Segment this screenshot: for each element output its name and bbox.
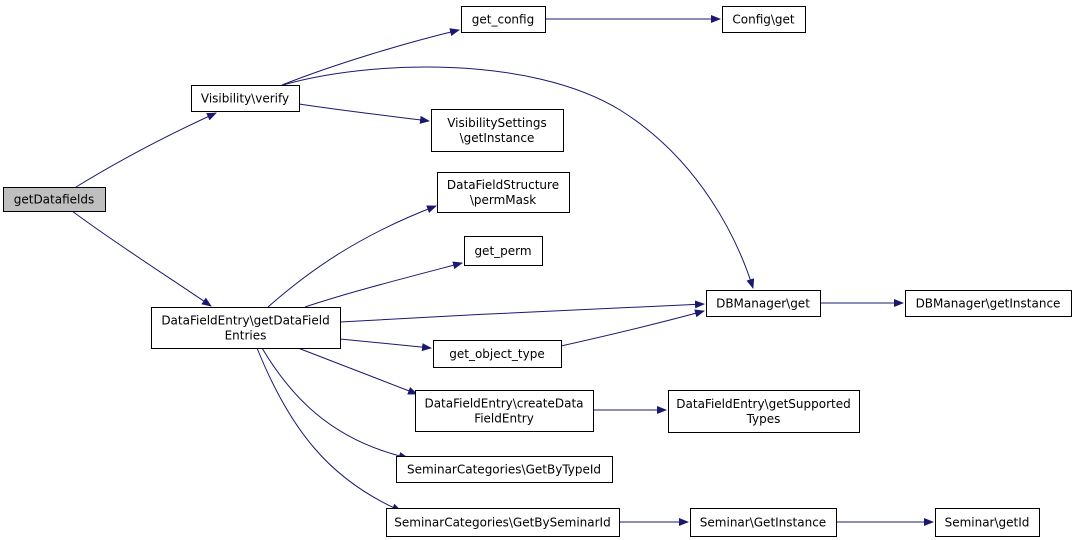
node-get-object-type[interactable]: get_object_type xyxy=(433,340,562,368)
node-label: FieldEntry xyxy=(474,412,534,426)
node-label: DataFieldEntry\getSupported xyxy=(676,397,850,411)
edge-get-object-type-to-dbmanager-get xyxy=(560,309,705,347)
node-box xyxy=(3,187,106,212)
node-box xyxy=(461,6,546,33)
node-box xyxy=(464,236,543,266)
node-seminarcategories-getbytypeid[interactable]: SeminarCategories\GetByTypeId xyxy=(396,456,613,483)
node-label: get_config xyxy=(472,13,534,27)
node-box xyxy=(905,290,1072,317)
node-box xyxy=(433,340,562,368)
node-seminarcategories-getbyseminarid[interactable]: SeminarCategories\GetBySeminarId xyxy=(386,508,620,537)
node-label: DBManager\getInstance xyxy=(916,297,1061,311)
node-label: DBManager\get xyxy=(716,297,810,311)
edge-datafieldentry-getdatafieldentries-to-dbmanager-get xyxy=(339,300,705,323)
node-box xyxy=(690,508,837,537)
node-get-perm[interactable]: get_perm xyxy=(464,236,543,266)
node-visibility-verify[interactable]: Visibility\verify xyxy=(191,85,300,112)
node-config-get[interactable]: Config\get xyxy=(722,6,806,33)
node-label: VisibilitySettings xyxy=(447,116,547,130)
node-box xyxy=(415,390,594,432)
node-dbmanager-get[interactable]: DBManager\get xyxy=(706,290,821,317)
edge-datafieldentry-getdatafieldentries-to-seminarcategories-getbyseminarid xyxy=(256,347,402,512)
node-label: Entries xyxy=(225,329,267,343)
node-label: get_object_type xyxy=(449,347,545,361)
edge-datafieldentry-getdatafieldentries-to-get-object-type xyxy=(339,338,432,352)
node-getdatafields[interactable]: getDatafields xyxy=(3,187,106,212)
node-label: SeminarCategories\GetBySeminarId xyxy=(394,516,610,530)
node-box xyxy=(431,109,564,152)
edge-visibility-verify-to-get-config xyxy=(281,28,460,86)
edge-getdatafields-to-datafieldentry-getdatafieldentries xyxy=(71,210,212,307)
node-box xyxy=(151,307,341,349)
node-label: Visibility\verify xyxy=(201,92,289,106)
node-box xyxy=(396,456,613,483)
nodes: getDatafields Visibility\verify get_config… xyxy=(3,6,1072,537)
node-label: Types xyxy=(746,412,781,426)
node-seminar-getid[interactable]: Seminar\getId xyxy=(935,508,1040,537)
node-label: \permMask xyxy=(470,193,536,207)
node-get-config[interactable]: get_config xyxy=(461,6,546,33)
edge-visibility-verify-to-dbmanager-get xyxy=(282,66,755,289)
node-box xyxy=(668,390,860,433)
node-visibilitysettings-getinstance[interactable]: VisibilitySettings\getInstance xyxy=(431,109,564,152)
edge-getdatafields-to-visibility-verify xyxy=(75,112,217,188)
node-box xyxy=(706,290,821,317)
node-box xyxy=(722,6,806,33)
edge-datafieldentry-getdatafieldentries-to-seminarcategories-getbytypeid xyxy=(261,347,409,460)
node-label: SeminarCategories\GetByTypeId xyxy=(407,463,601,477)
edge-datafieldentry-getdatafieldentries-to-get-perm xyxy=(304,261,463,308)
edge-datafieldentry-getdatafieldentries-to-datafieldstructure-permmask xyxy=(267,205,437,308)
node-box xyxy=(437,172,570,213)
edge-datafieldentry-getdatafieldentries-to-datafieldentry-createdatafieldentry xyxy=(297,347,418,395)
node-box xyxy=(386,508,620,537)
node-label: DataFieldStructure xyxy=(447,178,559,192)
edge-visibility-verify-to-visibilitysettings-getinstance xyxy=(298,103,430,124)
node-label: Seminar\getId xyxy=(945,516,1030,530)
node-label: get_perm xyxy=(474,244,531,258)
node-label: \getInstance xyxy=(460,131,535,145)
edges xyxy=(71,15,934,526)
node-box xyxy=(935,508,1040,537)
node-label: getDatafields xyxy=(14,193,95,207)
node-seminar-getinstance[interactable]: Seminar\GetInstance xyxy=(690,508,837,537)
node-dbmanager-getinstance[interactable]: DBManager\getInstance xyxy=(905,290,1072,317)
node-box xyxy=(191,85,300,112)
node-label: DataFieldEntry\createData xyxy=(424,397,583,411)
node-label: DataFieldEntry\getDataField xyxy=(161,314,329,328)
node-datafieldstructure-permmask[interactable]: DataFieldStructure\permMask xyxy=(437,172,570,213)
node-label: Config\get xyxy=(732,13,795,27)
node-label: Seminar\GetInstance xyxy=(700,516,826,530)
